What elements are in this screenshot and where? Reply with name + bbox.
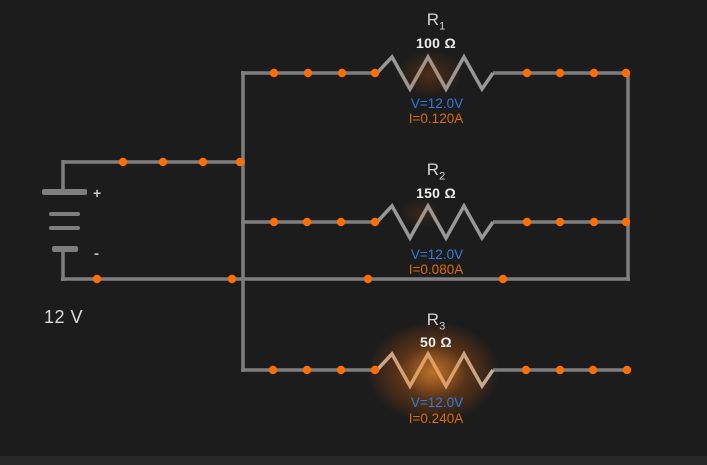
current-dot	[555, 68, 565, 78]
battery-cell-bar	[49, 212, 80, 216]
resistor-r3-voltage-readout: V=12.0V	[410, 395, 464, 410]
current-dot	[302, 365, 312, 375]
resistor-r2-current-readout: I=0.080A	[408, 262, 464, 277]
current-dot	[227, 274, 237, 284]
current-dot	[269, 217, 279, 227]
current-dot	[555, 217, 565, 227]
resistor-r2-name-text: R	[426, 160, 440, 179]
current-dot	[158, 157, 168, 167]
current-dot	[303, 68, 313, 78]
current-dot	[269, 68, 279, 78]
battery-plus-label: +	[93, 185, 102, 201]
resistor-r1-current-readout: I=0.120A	[408, 111, 464, 126]
resistor-r2-symbol[interactable]	[375, 202, 495, 242]
battery-icon[interactable]	[42, 160, 87, 281]
current-dot	[370, 68, 380, 78]
resistor-r1-name-sub: 1	[439, 20, 446, 33]
current-dot	[118, 157, 128, 167]
resistor-r3-name: R3	[427, 310, 445, 333]
resistor-r3-name-sub: 3	[439, 320, 446, 333]
current-dot	[370, 365, 380, 375]
current-dot	[336, 365, 346, 375]
current-dot	[92, 274, 102, 284]
current-dot	[268, 365, 278, 375]
resistor-r1-name: R1	[427, 10, 445, 33]
resistor-r1-resistance: 100 Ω	[416, 35, 456, 51]
current-dot	[621, 217, 631, 227]
current-dot	[589, 217, 599, 227]
current-dot	[521, 365, 531, 375]
resistor-r2-voltage-readout: V=12.0V	[410, 247, 464, 262]
current-dot	[555, 365, 565, 375]
resistor-r2-name: R2	[427, 160, 445, 183]
current-dot	[522, 68, 532, 78]
wires	[61, 71, 630, 372]
resistor-r3-symbol[interactable]	[375, 350, 495, 390]
current-dot	[498, 274, 508, 284]
current-dot	[336, 217, 346, 227]
current-dot	[198, 157, 208, 167]
resistor-r1-voltage-readout: V=12.0V	[410, 96, 464, 111]
resistor-r2-resistance: 150 Ω	[416, 185, 456, 201]
current-dot	[622, 365, 632, 375]
resistor-r3-current-readout: I=0.240A	[408, 411, 464, 426]
battery-cell-bar	[49, 226, 80, 230]
current-dot	[522, 217, 532, 227]
current-dot	[235, 157, 245, 167]
current-dot	[363, 274, 373, 284]
bottom-bar	[0, 456, 707, 465]
battery-plate-negative	[52, 246, 78, 252]
resistor-r3-name-text: R	[426, 310, 440, 329]
resistor-r3-resistance: 50 Ω	[420, 334, 452, 350]
current-dot	[588, 365, 598, 375]
resistor-r1-name-text: R	[426, 10, 440, 29]
battery-plate-positive	[42, 189, 87, 195]
current-dot	[621, 68, 631, 78]
battery-voltage-label: 12 V	[44, 307, 84, 327]
current-dot	[589, 68, 599, 78]
resistor-r2-name-sub: 2	[439, 170, 446, 183]
current-dot	[337, 68, 347, 78]
battery-minus-label: -	[94, 245, 99, 262]
current-dot	[370, 217, 380, 227]
resistor-r1-symbol[interactable]	[375, 53, 495, 93]
current-dot	[302, 217, 312, 227]
